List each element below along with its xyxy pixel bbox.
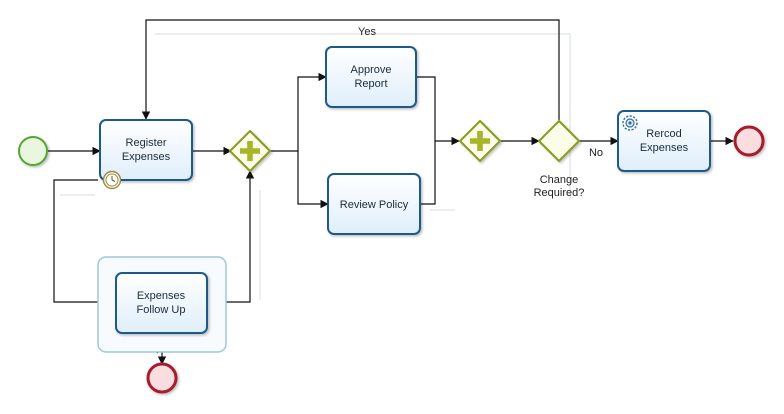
plus-icon bbox=[240, 141, 260, 161]
gear-icon bbox=[622, 115, 638, 131]
task-label-line: Rercod bbox=[646, 128, 681, 140]
flow-split-to-approve[interactable] bbox=[268, 72, 327, 152]
task-register-expenses[interactable]: Register Expenses bbox=[99, 119, 193, 181]
start-event[interactable] bbox=[18, 136, 48, 166]
edge-label-no: No bbox=[589, 147, 603, 159]
flow-review-to-join[interactable] bbox=[420, 141, 436, 205]
task-review-policy[interactable]: Review Policy bbox=[327, 173, 421, 235]
timer-boundary-event[interactable] bbox=[102, 170, 122, 190]
task-record-expenses[interactable]: Rercod Expenses bbox=[617, 110, 711, 172]
task-label-line: Follow Up bbox=[137, 304, 186, 316]
parallel-gateway-split[interactable] bbox=[228, 129, 272, 173]
edge-label-yes: Yes bbox=[358, 26, 376, 38]
sequence-flows bbox=[48, 19, 734, 365]
plus-icon bbox=[470, 131, 490, 151]
task-expenses-follow-up[interactable]: Expenses Follow Up bbox=[115, 272, 208, 334]
parallel-gateway-join[interactable] bbox=[458, 119, 502, 163]
flow-change-yes-to-register[interactable] bbox=[141, 19, 560, 121]
flow-split-to-review[interactable] bbox=[297, 151, 329, 209]
clock-icon bbox=[111, 176, 116, 182]
task-label-line: Expenses bbox=[640, 142, 689, 154]
task-label-line: Approve bbox=[351, 64, 392, 76]
exclusive-gateway-change-required[interactable] bbox=[537, 119, 581, 163]
flow-timer-to-followup[interactable] bbox=[53, 179, 117, 307]
end-event-followup[interactable] bbox=[146, 362, 178, 394]
task-label-line: Expenses bbox=[137, 290, 186, 302]
task-label-line: Register bbox=[126, 137, 167, 149]
task-label-line: Review Policy bbox=[340, 199, 409, 211]
task-label-line: Expenses bbox=[122, 151, 171, 163]
gateway-label-line: Change bbox=[540, 174, 579, 186]
task-label-line: Report bbox=[354, 78, 387, 90]
task-approve-report[interactable]: Approve Report bbox=[325, 46, 417, 108]
flow-approve-to-join[interactable] bbox=[416, 76, 460, 146]
end-event-main[interactable] bbox=[733, 125, 765, 157]
gateway-label-line: Required? bbox=[534, 187, 585, 199]
flow-followup-to-split-gateway[interactable] bbox=[220, 170, 255, 303]
